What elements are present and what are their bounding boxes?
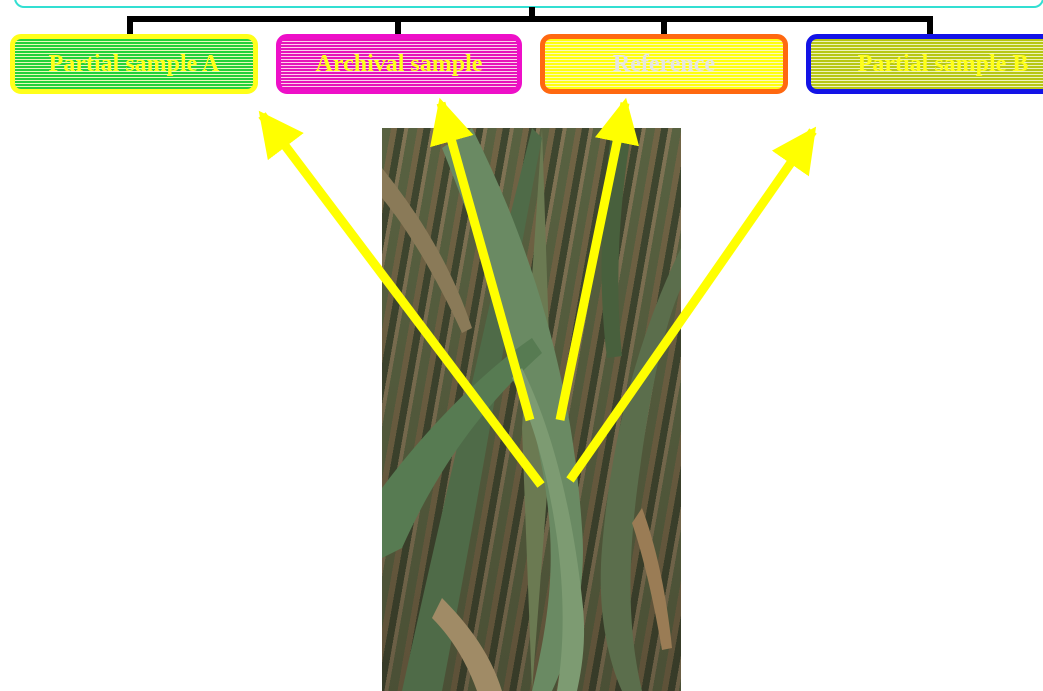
partial-sample-b-box: Partial sample B <box>806 34 1043 94</box>
corn-leaves-illustration <box>382 128 681 691</box>
reference-label: Reference <box>613 51 715 78</box>
archival-sample-box: Archival sample <box>276 34 522 94</box>
archival-sample-label: Archival sample <box>316 51 483 78</box>
partial-sample-a-label: Partial sample A <box>49 51 220 78</box>
reference-box: Reference <box>540 34 788 94</box>
partial-sample-a-box: Partial sample A <box>10 34 258 94</box>
partial-sample-b-label: Partial sample B <box>858 51 1029 78</box>
corn-plant-photo <box>382 128 681 691</box>
